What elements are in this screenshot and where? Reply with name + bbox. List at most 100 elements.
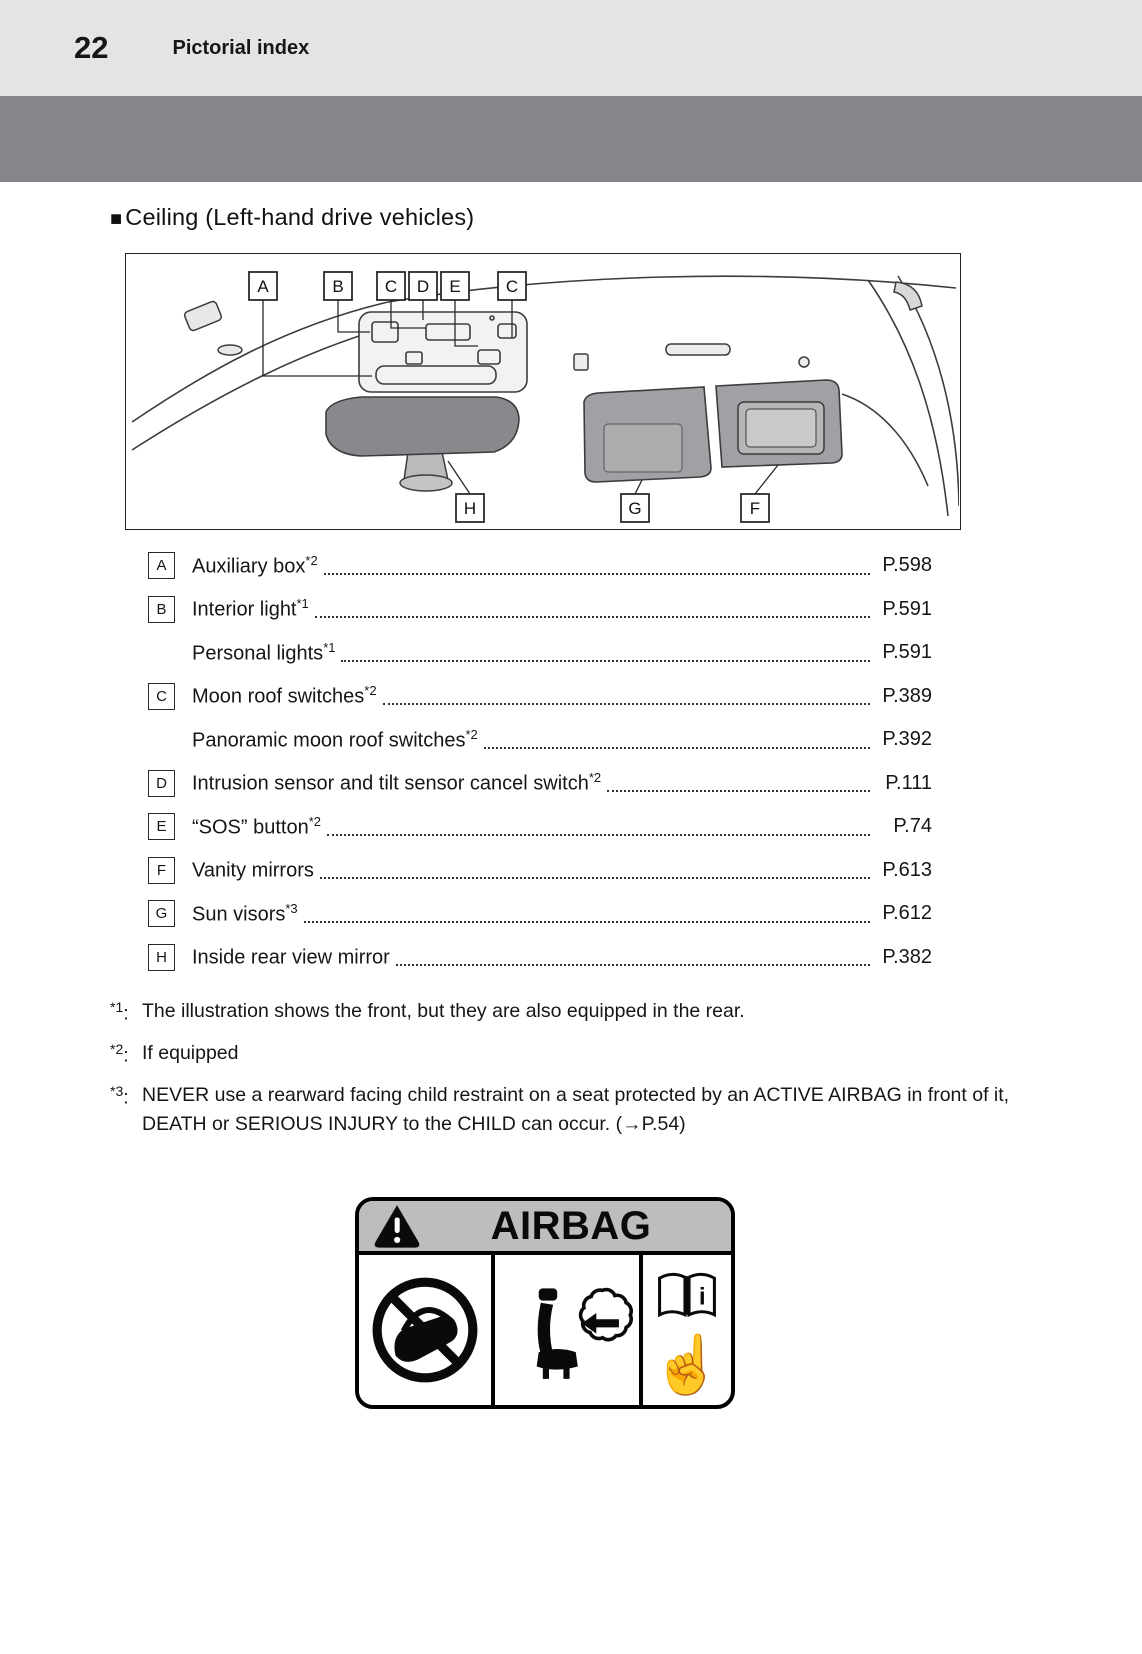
page-ref: P.389 xyxy=(882,684,932,707)
ceiling-line-art: A B C D E C H G xyxy=(131,271,959,523)
footnotes: *1: The illustration shows the front, bu… xyxy=(110,997,1052,1139)
sos-button xyxy=(477,349,501,365)
diagram-bottom-callouts: H G F xyxy=(455,493,770,523)
sun-visors xyxy=(583,379,843,483)
footnote-ref: *2 xyxy=(305,552,318,568)
dot-leader xyxy=(319,877,870,879)
footnote-2: *2: If equipped xyxy=(110,1039,1052,1071)
footnote-ref: *2 xyxy=(465,726,478,742)
index-letter: G xyxy=(148,900,175,928)
index-row-personal-lights: Personal lights*1 P.591 xyxy=(148,631,932,675)
index-label: Intrusion sensor and tilt sensor cancel … xyxy=(192,770,602,796)
grab-handle xyxy=(893,281,923,311)
dot-leader xyxy=(303,920,870,923)
index-label: “SOS” button*2 xyxy=(192,813,322,839)
diagram-label-c2: C xyxy=(506,277,518,296)
no-rear-facing-child-seat-icon xyxy=(359,1255,491,1405)
footnote-text: The illustration shows the front, but th… xyxy=(142,1000,745,1022)
section-divider-band xyxy=(0,96,1142,182)
page-ref: P.74 xyxy=(893,815,932,838)
index-row-inside-rear-view-mirror: H Inside rear view mirror P.382 xyxy=(148,936,932,980)
index-row-panoramic-moon-roof-switches: Panoramic moon roof switches*2 P.392 xyxy=(148,718,932,762)
index-letter: C xyxy=(148,682,175,710)
footnote-ref: *3 xyxy=(285,900,298,916)
index-label: Personal lights*1 xyxy=(192,639,336,665)
index-label: Sun visors*3 xyxy=(192,900,298,926)
index-letter: A xyxy=(148,552,175,580)
dot-leader xyxy=(323,572,870,575)
index-label: Vanity mirrors xyxy=(192,860,314,883)
page-ref: P.382 xyxy=(882,945,932,968)
content: ■Ceiling (Left-hand drive vehicles) xyxy=(0,182,1142,1409)
diagram-label-a: A xyxy=(257,277,269,296)
dot-leader xyxy=(314,616,870,618)
dot-leader xyxy=(395,964,870,966)
interior-light-switch xyxy=(371,321,399,343)
diagram-label-h: H xyxy=(464,499,476,518)
index-row-auxiliary-box: A Auxiliary box*2 P.598 xyxy=(148,544,932,588)
index-letter: F xyxy=(148,856,175,884)
index-row-vanity-mirrors: F Vanity mirrors P.613 xyxy=(148,849,932,893)
callout-lines xyxy=(262,300,779,495)
page-ref: P.591 xyxy=(882,641,932,664)
airbag-label-pictograms: i ☝ xyxy=(359,1255,731,1405)
diagram-label-d: D xyxy=(417,277,429,296)
index-label: Inside rear view mirror xyxy=(192,947,390,970)
warning-triangle-icon xyxy=(374,1205,420,1248)
page-ref: P.591 xyxy=(882,597,932,620)
index-row-moon-roof-switches: C Moon roof switches*2 P.389 xyxy=(148,675,932,719)
header-section-title: Pictorial index xyxy=(172,36,310,59)
left-visor-panel xyxy=(603,423,683,473)
rear-view-mirror xyxy=(325,396,520,492)
footnote-marker: *3: xyxy=(110,1082,129,1109)
section-bullet: ■ xyxy=(110,208,123,230)
index-label: Auxiliary box*2 xyxy=(192,552,318,578)
footnote-ref: *2 xyxy=(364,683,377,699)
section-title-text: Ceiling (Left-hand drive vehicles) xyxy=(125,204,475,230)
dot-leader xyxy=(327,833,870,836)
diagram-top-callouts: A B C D E C xyxy=(248,271,527,301)
index-row-interior-light: B Interior light*1 P.591 xyxy=(148,588,932,632)
index-row-sos-button: E “SOS” button*2 P.74 xyxy=(148,805,932,849)
ceiling-fittings xyxy=(573,343,810,371)
footnote-ref: *1 xyxy=(296,596,309,612)
index-row-intrusion-sensor-switch: D Intrusion sensor and tilt sensor cance… xyxy=(148,762,932,806)
pointing-hand-icon: ☝ xyxy=(652,1330,723,1396)
page-ref: P.392 xyxy=(882,728,932,751)
index-label: Interior light*1 xyxy=(192,596,309,622)
ceiling-diagram: A B C D E C H G xyxy=(125,253,961,530)
page-ref: P.613 xyxy=(882,858,932,881)
overhead-console xyxy=(358,311,528,393)
footnote-ref: *2 xyxy=(308,813,322,829)
footnote-3: *3: NEVER use a rearward facing child re… xyxy=(110,1081,1052,1140)
footnote-1: *1: The illustration shows the front, bu… xyxy=(110,997,1052,1029)
airbag-label-title: AIRBAG xyxy=(490,1203,652,1248)
page-ref: P.612 xyxy=(882,902,932,925)
page-number: 22 xyxy=(74,30,109,65)
page-header: 22 Pictorial index xyxy=(0,0,1142,96)
footnote-text: NEVER use a rearward facing child restra… xyxy=(142,1083,1010,1135)
sunglasses-holder xyxy=(183,300,243,356)
index-label: Panoramic moon roof switches*2 xyxy=(192,726,478,752)
airbag-label-header: AIRBAG xyxy=(359,1201,731,1255)
diagram-label-f: F xyxy=(750,499,760,518)
page-ref: P.111 xyxy=(885,771,932,794)
index-letter: E xyxy=(148,813,175,841)
footnote-marker: *1: xyxy=(110,999,129,1025)
dot-leader xyxy=(483,746,870,749)
auxiliary-box xyxy=(375,365,497,385)
index-letter: D xyxy=(148,769,175,797)
dot-leader xyxy=(341,659,870,662)
index-label: Moon roof switches*2 xyxy=(192,683,377,709)
index-row-sun-visors: G Sun visors*3 P.612 xyxy=(148,892,932,936)
manual-page: 22 Pictorial index ■Ceiling (Left-hand d… xyxy=(0,0,1142,1409)
airbag-deployment-icon xyxy=(491,1255,643,1405)
footnote-text: If equipped xyxy=(142,1041,239,1064)
airbag-warning-label: AIRBAG xyxy=(355,1197,735,1409)
index-letter: B xyxy=(148,595,175,623)
page-ref: P.598 xyxy=(882,554,932,577)
footnote-ref: *2 xyxy=(588,770,602,786)
footnote-marker: *2: xyxy=(110,1040,129,1067)
dot-leader xyxy=(607,790,870,792)
diagram-label-b: B xyxy=(332,277,343,296)
